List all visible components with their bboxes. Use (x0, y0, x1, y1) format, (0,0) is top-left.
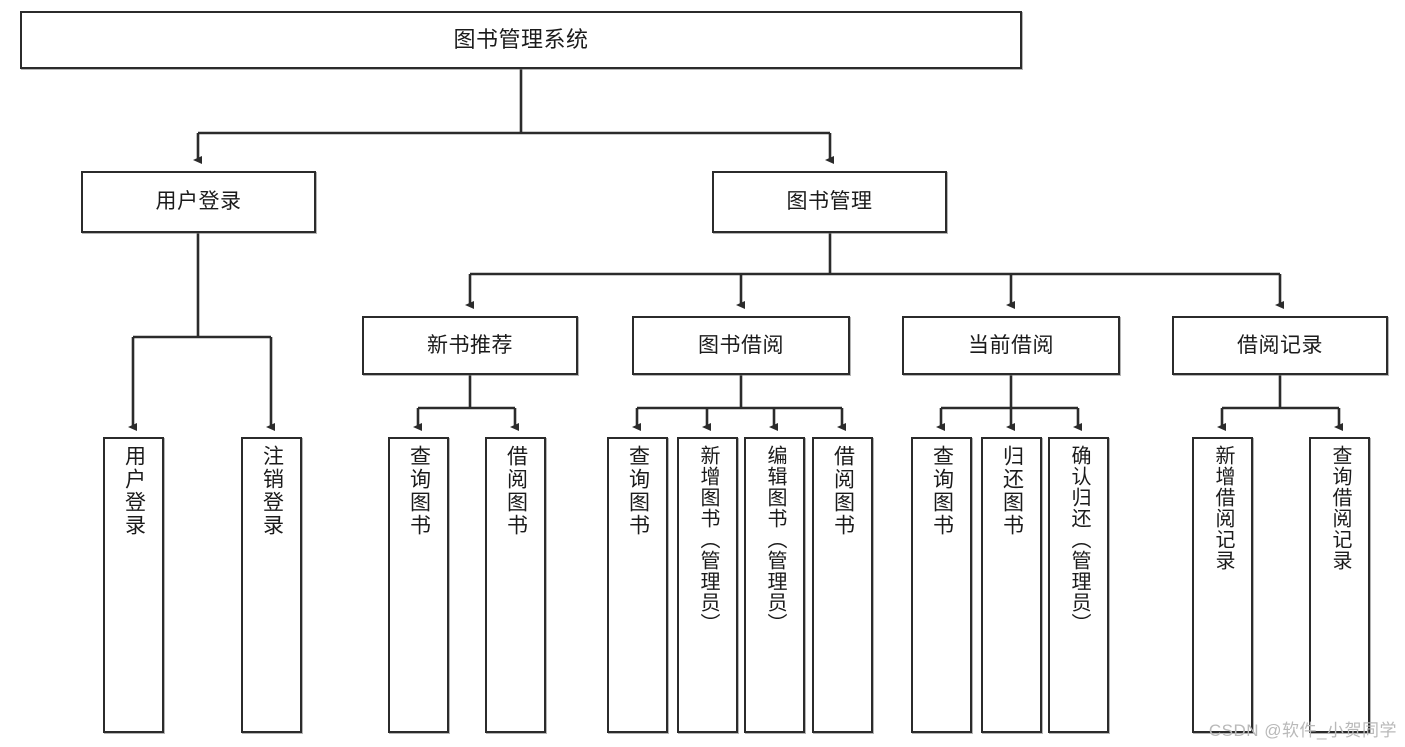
node-label: 查询图书 (407, 445, 431, 537)
node-leaf-query-book-current[interactable]: 查询图书 (911, 437, 972, 733)
node-label: 当前借阅 (968, 333, 1054, 357)
node-leaf-add-borrow-record[interactable]: 新增借阅记录 (1192, 437, 1253, 733)
node-label: 图书管理系统 (453, 26, 589, 52)
node-leaf-edit-book-admin[interactable]: 编辑图书（管理员） (744, 437, 805, 733)
node-leaf-borrow-book[interactable]: 借阅图书 (812, 437, 873, 733)
node-book-borrow[interactable]: 图书借阅 (632, 316, 850, 375)
node-label: 借阅图书 (831, 445, 855, 537)
node-current-borrow[interactable]: 当前借阅 (902, 316, 1120, 375)
node-leaf-return-book[interactable]: 归还图书 (981, 437, 1042, 733)
node-leaf-borrow-book-newbook[interactable]: 借阅图书 (485, 437, 546, 733)
node-label: 归还图书 (1000, 445, 1024, 537)
node-label: 新增借阅记录 (1212, 445, 1234, 571)
node-label: 借阅图书 (504, 445, 528, 537)
node-new-book-recommend[interactable]: 新书推荐 (362, 316, 578, 375)
node-label: 用户登录 (122, 445, 146, 537)
node-label: 借阅记录 (1237, 333, 1323, 357)
node-leaf-logout[interactable]: 注销登录 (241, 437, 302, 733)
node-label: 图书借阅 (698, 333, 784, 357)
node-root-book-management-system[interactable]: 图书管理系统 (20, 11, 1022, 69)
node-leaf-confirm-return-admin[interactable]: 确认归还（管理员） (1048, 437, 1109, 733)
node-leaf-query-borrow-record[interactable]: 查询借阅记录 (1309, 437, 1370, 733)
node-label: 编辑图书（管理员） (764, 445, 786, 634)
node-label: 查询图书 (626, 445, 650, 537)
node-user-login[interactable]: 用户登录 (81, 171, 316, 233)
node-label: 用户登录 (155, 190, 242, 214)
node-label: 新增图书（管理员） (697, 445, 719, 634)
node-label: 图书管理 (786, 190, 873, 214)
node-leaf-query-book-newbook[interactable]: 查询图书 (388, 437, 449, 733)
node-label: 确认归还（管理员） (1068, 445, 1090, 634)
node-book-management[interactable]: 图书管理 (712, 171, 947, 233)
node-leaf-query-book-borrow[interactable]: 查询图书 (607, 437, 668, 733)
node-label: 查询图书 (930, 445, 954, 537)
node-label: 新书推荐 (427, 333, 513, 357)
watermark: CSDN @软件_小贺同学 (1208, 721, 1397, 740)
node-borrow-record[interactable]: 借阅记录 (1172, 316, 1388, 375)
node-leaf-add-book-admin[interactable]: 新增图书（管理员） (677, 437, 738, 733)
node-label: 注销登录 (260, 445, 284, 537)
node-leaf-user-login[interactable]: 用户登录 (103, 437, 164, 733)
node-label: 查询借阅记录 (1329, 445, 1351, 571)
